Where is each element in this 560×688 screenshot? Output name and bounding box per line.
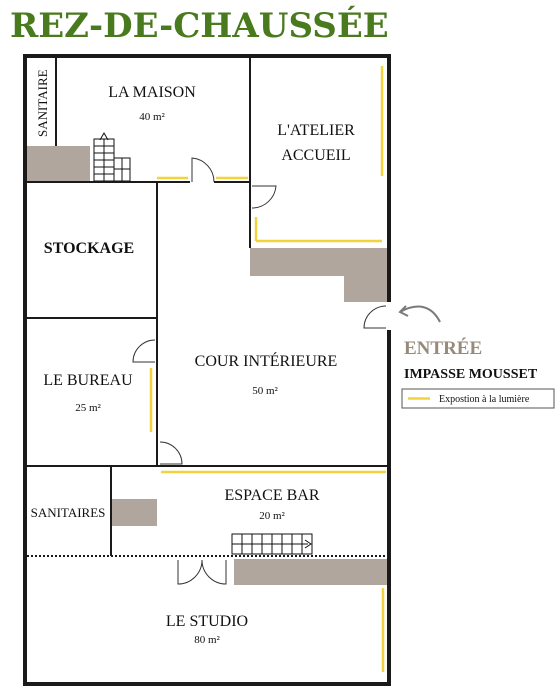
room-bar-name: ESPACE BAR [225,487,320,504]
room-sanitaires: SANITAIRES [31,505,106,520]
entrance-street: IMPASSE MOUSSET [404,367,538,382]
legend: Expostion à la lumière [401,388,555,409]
light-lines [149,66,386,672]
room-maison-name: LA MAISON [108,84,196,101]
room-bureau-area: 25 m² [75,402,101,414]
outer-wall [23,54,391,686]
room-cour-area: 50 m² [252,385,278,397]
room-maison-area: 40 m² [139,111,165,123]
room-cour-name: COUR INTÉRIEURE [195,351,338,370]
entrance-label: ENTRÉE [404,337,482,359]
room-atelier-line2: ACCUEIL [281,147,350,164]
gray-block-entree-2 [344,248,388,302]
plan-title: REZ-DE-CHAUSSÉE [10,5,389,46]
doors [132,157,387,585]
room-atelier-line1: L'ATELIER [277,122,355,139]
staircase-bar [231,533,313,555]
interior-walls [27,58,389,556]
room-studio-area: 80 m² [194,634,220,646]
room-bar-area: 20 m² [259,510,285,522]
gray-block-sanitaires [112,499,157,526]
room-bureau-name: LE BUREAU [43,372,133,389]
legend-box [401,388,555,409]
room-studio-name: LE STUDIO [166,613,248,630]
gray-block-maison [27,146,90,182]
staircase-maison [93,131,131,182]
gray-block-studio [234,559,389,585]
entrance-arrow [398,305,441,323]
legend-label: Expostion à la lumière [439,394,530,405]
room-sanitaire: SANITAIRE [35,69,50,137]
gray-blocks [27,146,389,585]
room-stockage: STOCKAGE [44,240,134,257]
